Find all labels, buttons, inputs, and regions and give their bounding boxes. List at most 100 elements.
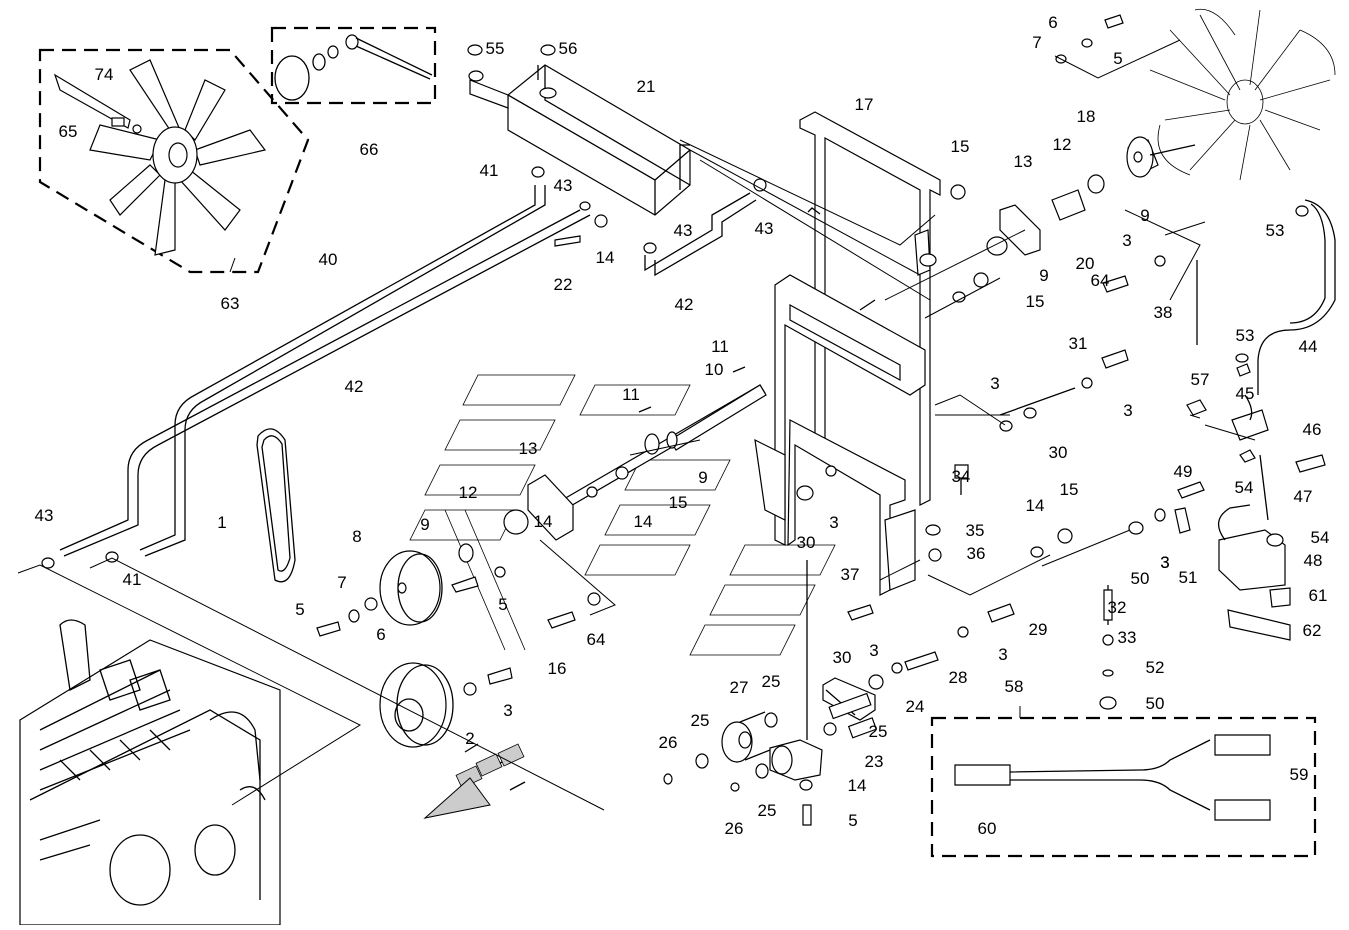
callout-43: 43 [674,221,693,240]
callout-18: 18 [1077,107,1096,126]
callout-25: 25 [762,672,781,691]
callout-6: 6 [376,625,385,644]
callout-22: 22 [554,275,573,294]
bolt-65 [111,117,125,127]
callout-34: 34 [952,467,971,486]
callout-12: 12 [459,483,478,502]
callout-54: 54 [1235,478,1254,497]
callout-10: 10 [705,360,724,379]
callout-33: 33 [1118,628,1137,647]
callout-3: 3 [998,645,1007,664]
callout-28: 28 [949,668,968,687]
callout-14: 14 [634,512,653,531]
callout-11: 11 [622,385,640,404]
callout-9: 9 [420,515,429,534]
callout-74: 74 [95,65,114,84]
callout-17: 17 [855,95,874,114]
callout-9: 9 [1039,266,1048,285]
fan-right [952,8,1336,303]
callout-25: 25 [691,711,710,730]
callout-27: 27 [730,678,749,697]
callout-45: 45 [1236,384,1255,403]
callout-21: 21 [637,77,656,96]
callout-44: 44 [1299,337,1318,356]
callout-46: 46 [1303,420,1322,439]
fan-bracket-74 [53,73,131,129]
callout-57: 57 [1191,370,1210,389]
callout-50: 50 [1131,569,1150,588]
drive-shaft [451,366,767,629]
callout-5: 5 [498,595,507,614]
callout-15: 15 [951,137,970,156]
callout-8: 8 [352,527,361,546]
callout-40: 40 [319,250,338,269]
callout-1: 1 [217,513,226,532]
callout-50: 50 [1146,694,1165,713]
callout-15: 15 [1060,480,1079,499]
callout-7: 7 [337,573,346,592]
callout-24: 24 [906,697,925,716]
callout-15: 15 [1026,292,1045,311]
seal-kit-group [270,26,437,105]
callout-20: 20 [1076,254,1095,273]
callout-32: 32 [1108,598,1127,617]
callout-14: 14 [596,248,615,267]
callout-30: 30 [797,533,816,552]
callout-7: 7 [1032,33,1041,52]
callout-9: 9 [698,468,707,487]
callout-3: 3 [1160,553,1169,572]
bearing-bracket-13 [527,474,574,541]
direction-arrows [423,743,526,819]
callout-36: 36 [967,544,986,563]
callout-30: 30 [833,648,852,667]
callout-29: 29 [1029,620,1048,639]
callout-65: 65 [59,122,78,141]
callout-5: 5 [1113,49,1122,68]
callout-3: 3 [1122,231,1131,250]
callout-15: 15 [669,493,688,512]
callout-3: 3 [1160,553,1169,572]
callout-23: 23 [865,752,884,771]
callout-14: 14 [534,512,553,531]
drive-belt [256,428,296,583]
callout-42: 42 [345,377,364,396]
callout-64: 64 [1091,271,1110,290]
callout-11: 11 [711,337,729,356]
callout-64: 64 [587,630,606,649]
callout-35: 35 [966,521,985,540]
callout-3: 3 [990,374,999,393]
wiring-harness-group [930,716,1317,858]
callout-59: 59 [1290,765,1309,784]
callout-26: 26 [659,733,678,752]
callout-16: 16 [548,659,567,678]
shadow-stripes [409,374,836,656]
callout-3: 3 [829,513,838,532]
callout-41: 41 [480,161,499,180]
callout-38: 38 [1154,303,1173,322]
callout-12: 12 [1053,135,1072,154]
support-frame [754,111,969,621]
fan-kit-group [38,48,310,274]
tensioner-hardware [868,349,1129,690]
callout-58: 58 [1005,677,1024,696]
callout-51: 51 [1179,568,1198,587]
callout-49: 49 [1174,462,1193,481]
callout-3: 3 [503,701,512,720]
callout-25: 25 [869,722,888,741]
callout-13: 13 [1014,152,1033,171]
callout-43: 43 [755,219,774,238]
callout-66: 66 [360,140,379,159]
leader-lines [17,39,1256,811]
callout-42: 42 [675,295,694,314]
callout-30: 30 [1049,443,1068,462]
callout-9: 9 [1140,206,1149,225]
callout-41: 41 [123,570,142,589]
callout-56: 56 [559,39,578,58]
callout-14: 14 [1026,496,1045,515]
sensor-parts [1099,199,1336,710]
callout-52: 52 [1146,658,1165,677]
idler-assembly [663,560,878,826]
